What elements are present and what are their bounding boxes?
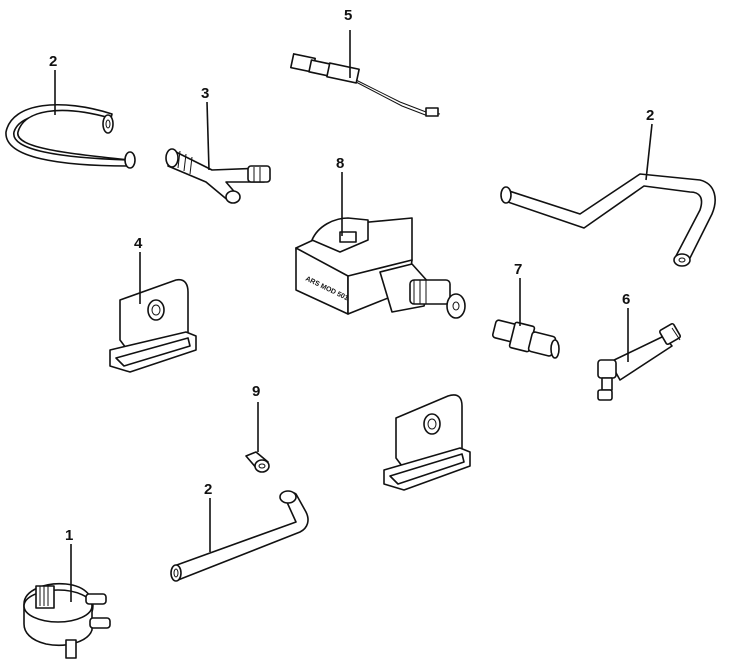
- part-hose-bottom: [170, 490, 309, 582]
- part-pump: ARS MOD 501: [295, 217, 466, 319]
- part-screw: [245, 451, 270, 473]
- part-sensor-wire: [289, 53, 441, 117]
- part-hose-top-left: [5, 104, 136, 169]
- part-flowmeter: [23, 582, 111, 659]
- callout-6: 6: [622, 291, 630, 308]
- callout-9: 9: [252, 383, 260, 400]
- leader-2b: [645, 123, 653, 181]
- callout-2a: 2: [49, 53, 57, 70]
- part-fitting: [491, 319, 560, 359]
- part-hose-top-right: [500, 173, 716, 267]
- part-bracket-right: [383, 394, 471, 491]
- callout-2b: 2: [646, 107, 654, 124]
- callout-2c: 2: [204, 481, 212, 498]
- callout-3: 3: [201, 85, 209, 102]
- callout-4: 4: [134, 235, 143, 252]
- callout-1: 1: [65, 527, 73, 544]
- part-bracket-left: [109, 278, 197, 373]
- callout-7: 7: [514, 261, 522, 278]
- part-y-connector: [165, 148, 271, 204]
- part-check-valve: [597, 323, 681, 401]
- leader-3: [206, 101, 210, 171]
- callout-8: 8: [336, 155, 344, 172]
- callout-5: 5: [344, 7, 352, 24]
